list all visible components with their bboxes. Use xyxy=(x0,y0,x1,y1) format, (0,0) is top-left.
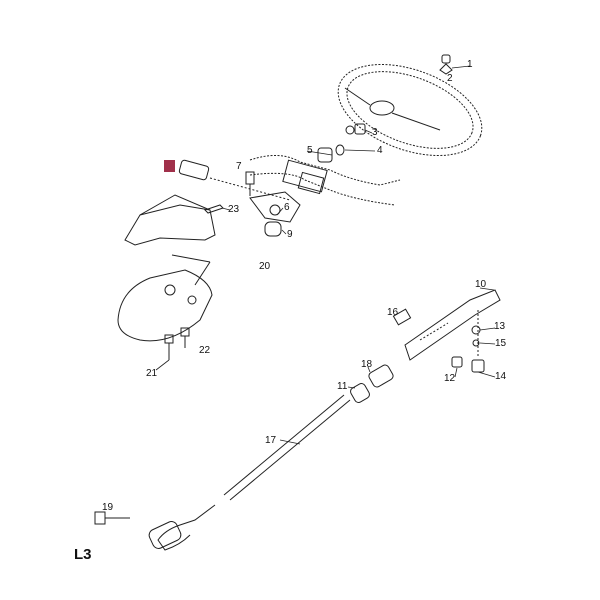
steering-wheel xyxy=(337,63,483,157)
part-label-8-highlighted[interactable]: 8 xyxy=(164,160,176,172)
leader-lines xyxy=(155,65,496,445)
steering-column-bracket xyxy=(392,289,501,373)
part-label-13: 13 xyxy=(494,321,506,332)
part-label-23: 23 xyxy=(228,204,240,215)
part-label-3: 3 xyxy=(372,127,378,138)
part-label-5: 5 xyxy=(307,145,313,156)
part-label-10: 10 xyxy=(475,279,487,290)
part-label-2: 2 xyxy=(447,73,453,84)
small-parts xyxy=(178,54,453,237)
part-label-22: 22 xyxy=(199,345,211,356)
part-label-21: 21 xyxy=(146,368,158,379)
part-label-15: 15 xyxy=(495,338,507,349)
part-label-9: 9 xyxy=(287,229,293,240)
diagram-code: L3 xyxy=(74,546,92,563)
part-label-19: 19 xyxy=(102,502,114,513)
combination-switch xyxy=(249,155,401,206)
part-label-16: 16 xyxy=(387,307,399,318)
part-label-14: 14 xyxy=(495,371,507,382)
part-label-12: 12 xyxy=(444,373,456,384)
part-label-20: 20 xyxy=(259,261,271,272)
part-label-17: 17 xyxy=(265,435,277,446)
part-label-1: 1 xyxy=(467,59,473,70)
lower-cover xyxy=(117,254,213,360)
part-label-18: 18 xyxy=(361,359,373,370)
part-label-4: 4 xyxy=(377,145,383,156)
part-label-6: 6 xyxy=(284,202,290,213)
part-label-7: 7 xyxy=(236,161,242,172)
intermediate-shaft xyxy=(94,364,394,551)
upper-cover xyxy=(124,194,216,246)
part-label-11: 11 xyxy=(337,381,348,392)
